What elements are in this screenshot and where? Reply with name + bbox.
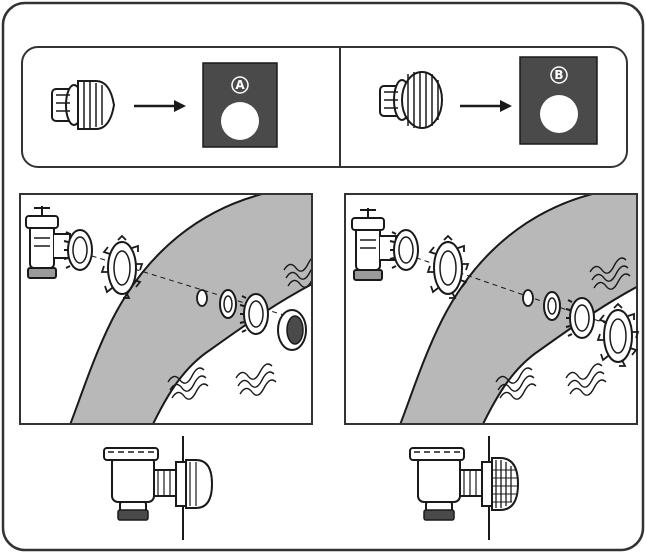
strainer-cap-icon bbox=[277, 309, 307, 351]
flat-washer-icon bbox=[196, 289, 208, 307]
assembled-view-b bbox=[409, 436, 520, 540]
hole-template-b: B bbox=[519, 56, 598, 145]
top-panel bbox=[21, 46, 628, 168]
right-arrow-icon bbox=[460, 100, 512, 112]
hole-circle bbox=[540, 95, 578, 133]
grated-strainer-fitting-icon bbox=[379, 71, 443, 129]
install-diagram-a bbox=[19, 193, 313, 425]
hole-circle bbox=[221, 102, 259, 140]
badge-a bbox=[231, 76, 249, 94]
badge-b-label: B bbox=[554, 68, 563, 82]
assembled-view-a bbox=[103, 436, 214, 540]
badge-a-label: A bbox=[235, 78, 245, 92]
flat-washer-icon bbox=[522, 289, 534, 307]
strainer-fitting-icon bbox=[51, 80, 116, 130]
right-arrow-icon bbox=[134, 100, 186, 112]
badge-b bbox=[550, 66, 568, 84]
install-diagram-b bbox=[344, 193, 639, 425]
hole-template-a: A bbox=[202, 62, 278, 148]
